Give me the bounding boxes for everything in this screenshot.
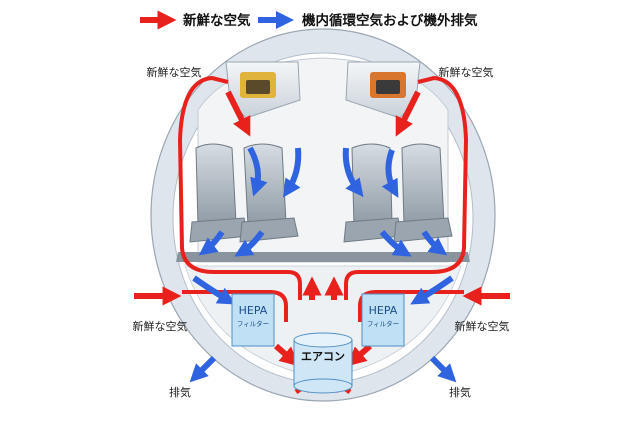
seat bbox=[189, 143, 249, 243]
cabin-floor bbox=[176, 252, 470, 262]
label-fresh-top-right: 新鮮な空気 bbox=[439, 65, 494, 79]
recirc-arrow bbox=[198, 230, 225, 256]
recirc-arrow bbox=[342, 147, 364, 198]
label-fresh-mid-left: 新鮮な空気 bbox=[133, 319, 188, 333]
fresh-arrow bbox=[274, 343, 300, 367]
exhaust-arrow-left bbox=[189, 355, 217, 383]
legend-recirc-label: 機内循環空気および機外排気 bbox=[302, 12, 478, 29]
fresh-arrow bbox=[346, 343, 372, 367]
hepa-filter-right: HEPA フィルター bbox=[361, 293, 405, 347]
legend-fresh-label: 新鮮な空気 bbox=[183, 12, 251, 29]
recirc-arrow bbox=[247, 146, 268, 197]
hepa-filter-left: HEPA フィルター bbox=[231, 293, 275, 347]
legend: 新鮮な空気 機内循環空気および機外排気 bbox=[140, 10, 478, 30]
seat bbox=[393, 143, 453, 243]
fresh-arrow bbox=[395, 90, 421, 137]
label-fresh-top-left: 新鮮な空気 bbox=[147, 65, 202, 79]
recirc-arrow bbox=[283, 147, 302, 198]
label-exhaust-right: 排気 bbox=[449, 385, 471, 399]
overhead-bin-right bbox=[345, 61, 421, 119]
recirc-arrow bbox=[421, 230, 448, 256]
recirc-arrow bbox=[234, 230, 265, 257]
exhaust-arrow-right bbox=[429, 355, 457, 383]
seat-row-right bbox=[343, 143, 453, 243]
recirc-arrow bbox=[381, 148, 399, 198]
aircon-label: エアコン bbox=[301, 350, 345, 363]
hepa-subtitle: フィルター bbox=[237, 319, 269, 328]
hepa-title: HEPA bbox=[239, 304, 268, 317]
fresh-arrow bbox=[225, 90, 251, 137]
aircon-unit: エアコン bbox=[293, 332, 353, 394]
recirc-arrow bbox=[192, 275, 236, 305]
hepa-subtitle: フィルター bbox=[367, 319, 399, 328]
recirc-arrows bbox=[192, 146, 454, 305]
hepa-title: HEPA bbox=[369, 304, 398, 317]
label-exhaust-left: 排気 bbox=[169, 385, 191, 399]
label-fresh-mid-right: 新鮮な空気 bbox=[455, 319, 510, 333]
recirc-arrow bbox=[410, 275, 454, 305]
recirc-arrow bbox=[379, 230, 412, 257]
